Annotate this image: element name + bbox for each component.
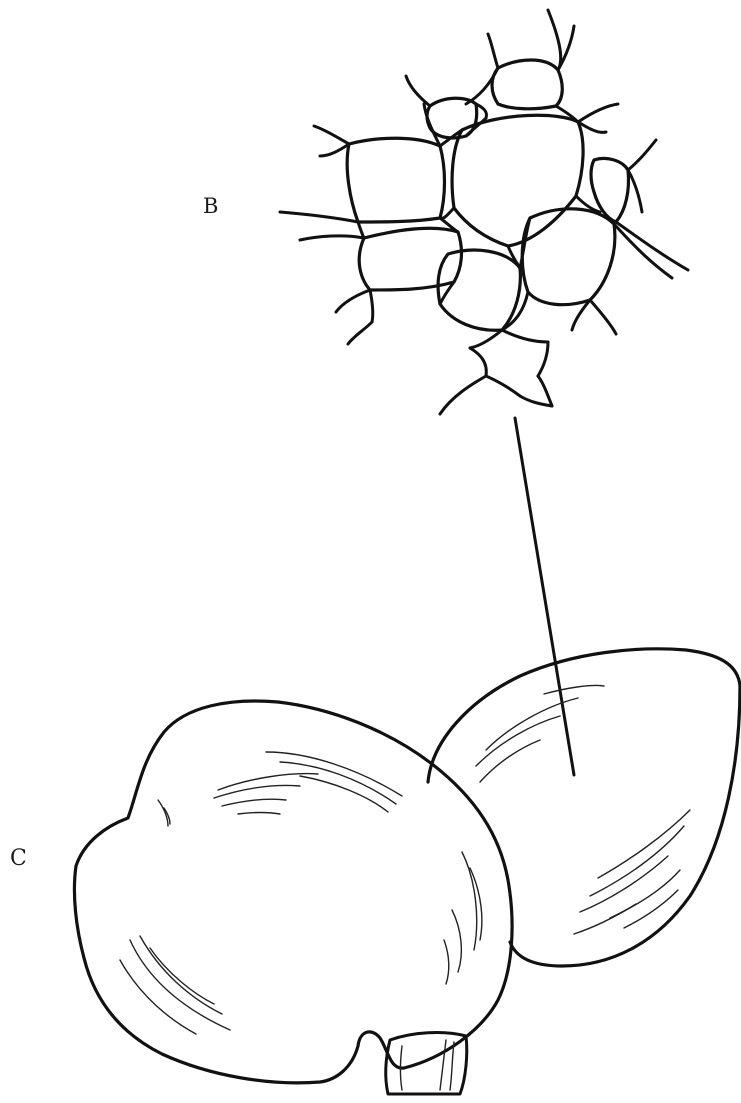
seed-icon (74, 649, 740, 1094)
figure-label-c: C (10, 848, 27, 870)
front-seed-outline (74, 701, 512, 1083)
cell-network-icon (280, 10, 688, 414)
figure-label-b: B (203, 196, 218, 217)
rear-seed-shading (476, 685, 690, 934)
wall-strands (280, 10, 688, 414)
front-seed-shading (120, 752, 482, 1034)
cell-walls (347, 60, 628, 330)
